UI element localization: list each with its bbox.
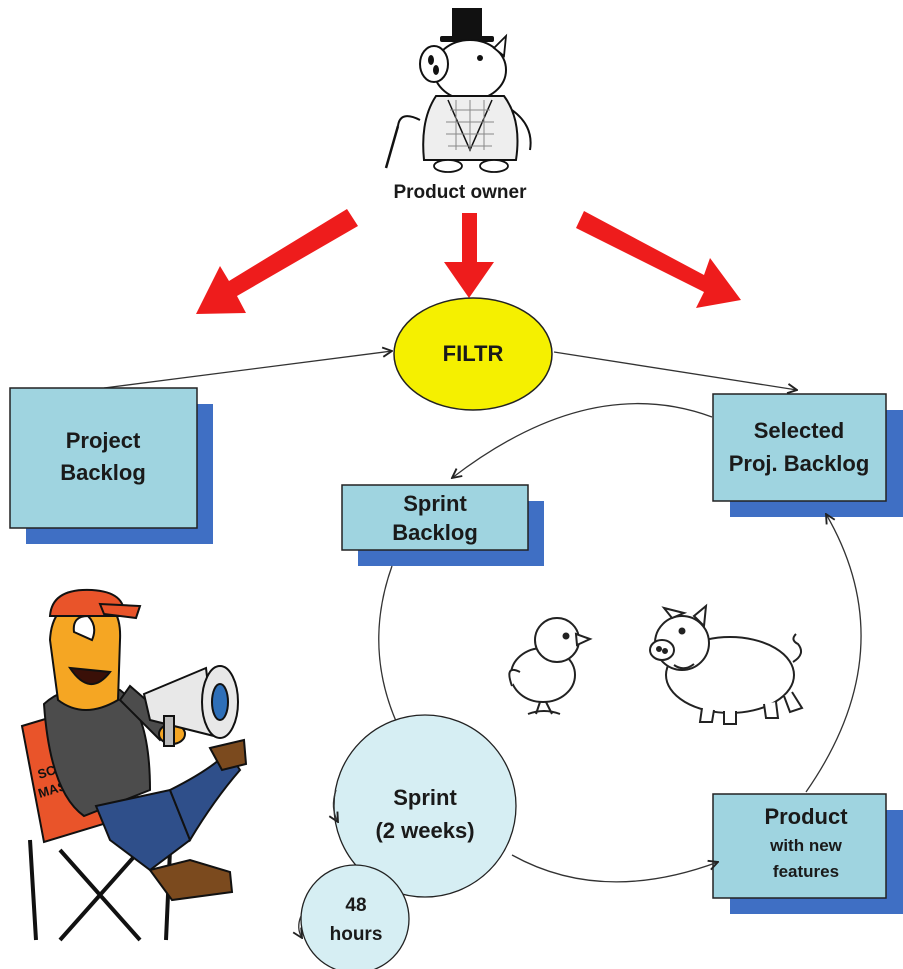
sprint-to-product-arrow [511, 854, 718, 883]
product-line1: Product [764, 804, 848, 829]
filter-to-selected-arrow [553, 351, 797, 390]
project-backlog-line2: Backlog [60, 460, 146, 485]
project-to-filter-arrow [103, 351, 392, 389]
red-arrows [196, 209, 741, 314]
selected-to-sprint-backlog-arrow [452, 403, 713, 478]
red-arrow-left [196, 209, 358, 314]
product-line3: features [773, 862, 839, 881]
daily-circle: 48 hours [299, 864, 410, 969]
selected-backlog-line1: Selected [754, 418, 845, 443]
daily-loop-arrow [299, 915, 302, 938]
sprint-backlog-line2: Backlog [392, 520, 478, 545]
product-to-selected-arrow [805, 514, 862, 793]
project-backlog-line1: Project [66, 428, 141, 453]
sprint-backlog-to-sprint-arrow [378, 565, 400, 730]
sprint-line2: (2 weeks) [375, 818, 474, 843]
sprint-backlog-box: Sprint Backlog [341, 484, 544, 566]
product-line2: with new [769, 836, 843, 855]
sprint-loop-arrow [333, 789, 338, 822]
product-owner-label: Product owner [393, 182, 527, 203]
filter-label: FILTR [443, 341, 504, 366]
sprint-circle: Sprint (2 weeks) [333, 714, 517, 898]
selected-backlog-box: Selected Proj. Backlog [712, 393, 903, 517]
daily-line1: 48 [345, 895, 366, 916]
selected-backlog-line2: Proj. Backlog [729, 451, 870, 476]
sprint-backlog-line1: Sprint [403, 491, 467, 516]
pig-icon [649, 603, 804, 725]
chick-icon [508, 617, 593, 715]
filter-node: FILTR [393, 297, 553, 411]
sprint-line1: Sprint [393, 785, 457, 810]
scrum-master-icon: SCRUM MASTER [20, 588, 248, 942]
product-owner-pig-icon [384, 8, 532, 173]
red-arrow-right [576, 211, 741, 308]
daily-line2: hours [330, 924, 383, 945]
project-backlog-box: Project Backlog [9, 387, 213, 544]
red-arrow-center [444, 213, 494, 298]
product-box: Product with new features [712, 793, 903, 914]
